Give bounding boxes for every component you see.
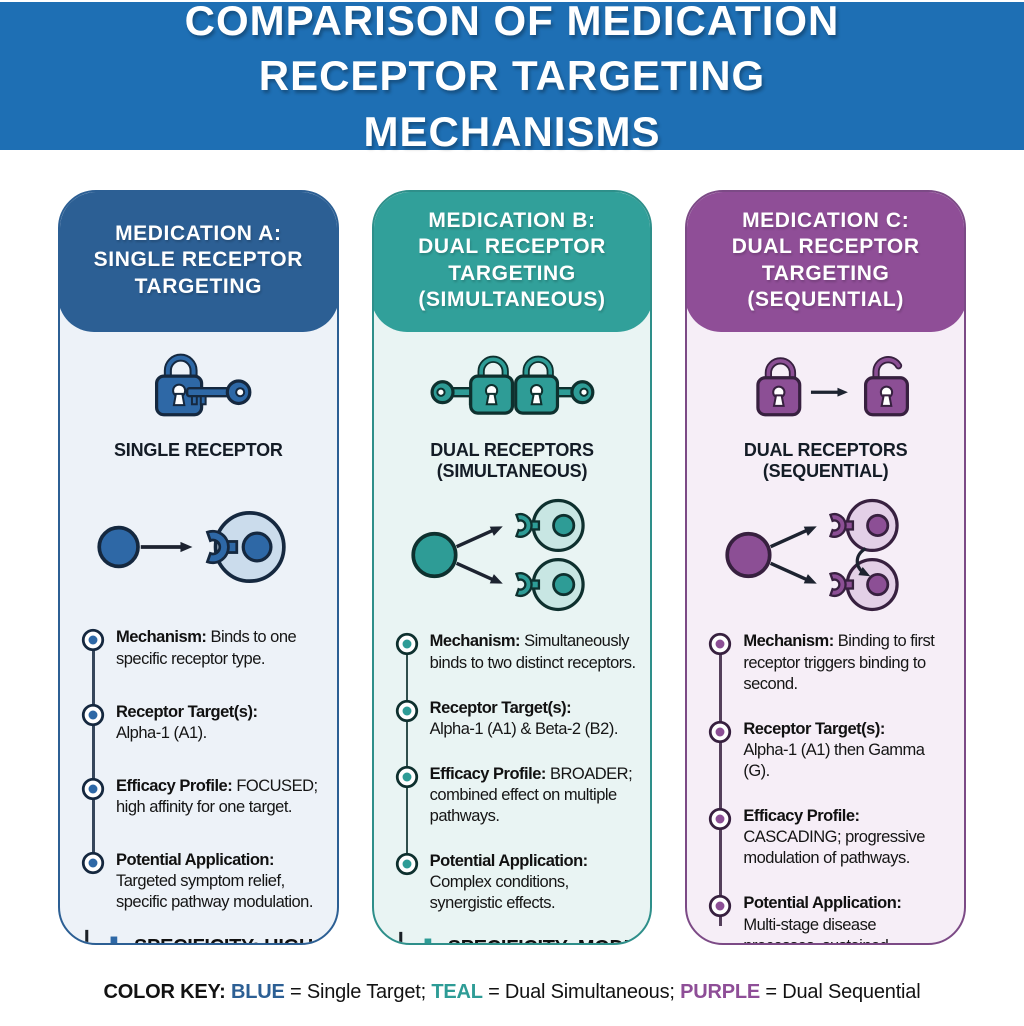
- card-b-icon-caption: DUAL RECEPTORS (SIMULTANEOUS): [374, 440, 651, 484]
- bullet-connector-line: [406, 645, 409, 862]
- bullet-text: Complex conditions, synergistic effects.: [430, 873, 569, 912]
- color-key-purple: PURPLE: [680, 981, 760, 1003]
- bullet-label: Receptor Target(s):: [116, 702, 257, 723]
- page-title: COMPARISON OF MEDICATION RECEPTOR TARGET…: [122, 0, 902, 159]
- color-key-part: = Single Target;: [285, 981, 432, 1003]
- cards-row: MEDICATION A: SINGLE RECEPTOR TARGETING: [58, 190, 966, 945]
- card-c-mechanism-diagram: [687, 495, 964, 615]
- bullet-text: Alpha-1 (A1) & Beta-2 (B2).: [430, 720, 618, 738]
- card-a-header: MEDICATION A: SINGLE RECEPTOR TARGETING: [58, 190, 339, 332]
- card-b-title: MEDICATION B: DUAL RECEPTOR TARGETING (S…: [418, 208, 606, 312]
- color-key-label: COLOR KEY:: [104, 981, 231, 1003]
- color-key-blue: BLUE: [231, 981, 285, 1003]
- card-a-specificity-row: SPECIFICITY: HIGH: [80, 913, 327, 945]
- bullet-label: Efficacy Profile:: [430, 765, 546, 783]
- bullet-label: Potential Application:: [116, 850, 325, 871]
- bullet-efficacy: Efficacy Profile: BROADER; combined effe…: [394, 764, 639, 827]
- bullet-text: Alpha-1 (A1).: [116, 724, 207, 742]
- card-a-bullet-list: Mechanism: Binds to one specific recepto…: [80, 627, 325, 913]
- drug-molecule: [100, 528, 139, 567]
- bullet-mechanism: Mechanism: Simultaneously binds to two d…: [394, 631, 639, 673]
- bullet-efficacy: Efficacy Profile: FOCUSED; high affinity…: [80, 776, 325, 818]
- bullet-application: Potential Application: Multi-stage disea…: [707, 893, 952, 945]
- card-a-icon-caption: SINGLE RECEPTOR: [60, 440, 337, 462]
- color-key: COLOR KEY: BLUE = Single Target; TEAL = …: [0, 981, 1024, 1004]
- open-lock: [866, 359, 908, 414]
- bullet-receptor-target: Receptor Target(s): Alpha-1 (A1).: [80, 702, 325, 744]
- card-a-mechanism-diagram: [60, 487, 337, 607]
- bullet-receptor-target: Receptor Target(s): Alpha-1 (A1) & Beta-…: [394, 698, 639, 740]
- card-c-bullet-list: Mechanism: Binding to first receptor tri…: [707, 631, 952, 945]
- bullet-text: Targeted symptom relief, specific pathwa…: [116, 872, 313, 911]
- bullet-text: Multi-stage disease processes, sustained…: [743, 916, 888, 946]
- cell-nucleus: [554, 575, 574, 595]
- bullet-connector-line: [92, 641, 95, 861]
- card-c-title: MEDICATION C: DUAL RECEPTOR TARGETING (S…: [732, 208, 920, 312]
- bullet-receptor-target: Receptor Target(s): Alpha-1 (A1) then Ga…: [707, 719, 952, 782]
- cell-nucleus: [867, 516, 887, 536]
- drug-molecule: [727, 534, 769, 576]
- card-c-icon-caption: DUAL RECEPTORS (SEQUENTIAL): [687, 440, 964, 484]
- bullet-icon: [80, 702, 106, 744]
- locked-to-unlocked-icon: [687, 344, 964, 434]
- card-medication-c: MEDICATION C: DUAL RECEPTOR TARGETING (S…: [685, 190, 966, 945]
- bullet-efficacy: Efficacy Profile: CASCADING; progressive…: [707, 806, 952, 869]
- card-b-specificity-row: SPECIFICITY: MODERATE: [394, 915, 641, 946]
- bullet-label: Potential Application:: [430, 851, 639, 872]
- cell-nucleus: [244, 534, 272, 562]
- bullet-icon: [707, 719, 733, 782]
- bullet-label: Potential Application:: [743, 893, 952, 914]
- bullet-mechanism: Mechanism: Binding to first receptor tri…: [707, 631, 952, 694]
- card-b-header: MEDICATION B: DUAL RECEPTOR TARGETING (S…: [372, 190, 653, 332]
- cell-nucleus: [554, 516, 574, 536]
- bullet-icon: [394, 851, 420, 914]
- bullet-icon: [80, 776, 106, 818]
- bullet-icon: [394, 764, 420, 827]
- card-medication-a: MEDICATION A: SINGLE RECEPTOR TARGETING: [58, 190, 339, 945]
- bullet-text: Alpha-1 (A1) then Gamma (G).: [743, 741, 924, 780]
- bullet-label: Receptor Target(s):: [743, 719, 952, 740]
- bullet-label: Mechanism:: [116, 628, 206, 646]
- card-b-mechanism-diagram: [374, 495, 651, 615]
- bullet-icon: [707, 631, 733, 694]
- card-medication-b: MEDICATION B: DUAL RECEPTOR TARGETING (S…: [372, 190, 653, 945]
- card-c-header: MEDICATION C: DUAL RECEPTOR TARGETING (S…: [685, 190, 966, 332]
- bullet-label: Mechanism:: [743, 632, 833, 650]
- bullet-label: Mechanism:: [430, 632, 520, 650]
- closed-lock: [758, 360, 800, 414]
- bullet-icon: [394, 631, 420, 673]
- bullet-label: Efficacy Profile:: [116, 777, 232, 795]
- card-a-title: MEDICATION A: SINGLE RECEPTOR TARGETING: [94, 221, 303, 299]
- specificity-text: SPECIFICITY: MODERATE: [448, 937, 653, 945]
- bullet-application: Potential Application: Targeted symptom …: [80, 850, 325, 913]
- color-key-part: = Dual Simultaneous;: [483, 981, 680, 1003]
- bar-chart-icon: [80, 927, 124, 945]
- title-banner: COMPARISON OF MEDICATION RECEPTOR TARGET…: [0, 2, 1024, 150]
- bullet-icon: [707, 806, 733, 869]
- bullet-text: CASCADING; progressive modulation of pat…: [743, 828, 925, 867]
- bullet-icon: [394, 698, 420, 740]
- two-locks-with-keys-icon: [374, 344, 651, 434]
- bullet-label: Receptor Target(s):: [430, 698, 618, 719]
- drug-molecule: [413, 534, 455, 576]
- specificity-text: SPECIFICITY: HIGH: [134, 936, 313, 945]
- bullet-application: Potential Application: Complex condition…: [394, 851, 639, 914]
- bullet-label: Efficacy Profile:: [743, 807, 859, 825]
- bar-chart-icon: [394, 929, 438, 946]
- bullet-icon: [707, 893, 733, 945]
- color-key-part: = Dual Sequential: [760, 981, 920, 1003]
- cell-nucleus: [867, 575, 887, 595]
- bullet-mechanism: Mechanism: Binds to one specific recepto…: [80, 627, 325, 669]
- card-b-bullet-list: Mechanism: Simultaneously binds to two d…: [394, 631, 639, 914]
- lock-with-key-icon: [60, 344, 337, 434]
- color-key-teal: TEAL: [431, 981, 482, 1003]
- bullet-icon: [80, 850, 106, 913]
- bullet-icon: [80, 627, 106, 669]
